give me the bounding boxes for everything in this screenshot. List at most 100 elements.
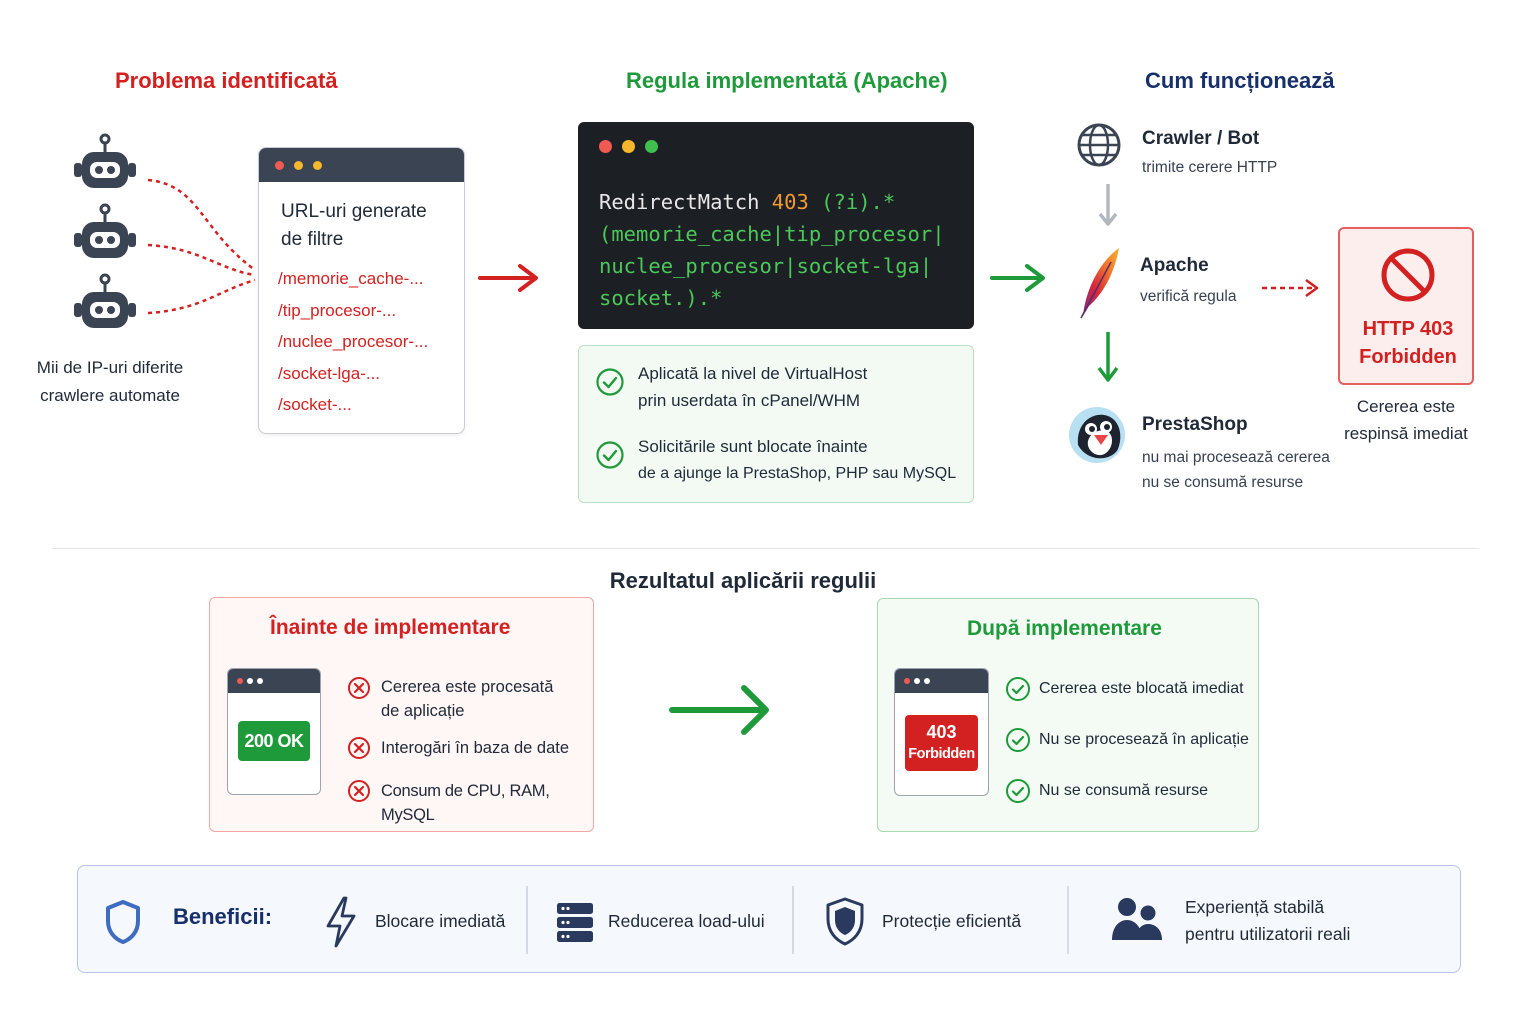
- prestashop-sub: nu mai procesează cererea nu se consumă …: [1142, 445, 1330, 495]
- window-dot-yellow: [622, 140, 635, 153]
- item-line: Cererea este procesată: [381, 678, 554, 696]
- window-dot: [914, 678, 920, 684]
- benefit-item: Reducerea load-ului: [608, 911, 765, 931]
- url-item: /nuclee_procesor-...: [278, 332, 429, 351]
- security-shield-icon: [826, 897, 864, 946]
- server-icon: [557, 903, 593, 942]
- shield-icon: [106, 900, 140, 944]
- window-dot-green: [645, 140, 658, 153]
- prestashop-title: PrestaShop: [1142, 414, 1248, 435]
- separator: [792, 886, 794, 954]
- window-dot-red: [237, 678, 243, 684]
- arrow-down-icon: [1097, 332, 1119, 382]
- crawler-sub: trimite cerere HTTP: [1142, 159, 1278, 176]
- title-line: URL-uri generate: [281, 201, 427, 222]
- code-block: RedirectMatch 403 (?i).* (memorie_cache|…: [578, 122, 974, 329]
- window-dot-yellow: [294, 161, 303, 170]
- benefit-item: Experiență stabilă pentru utilizatorii r…: [1185, 894, 1350, 948]
- robots-graphic: [72, 133, 256, 330]
- window-dot: [247, 678, 253, 684]
- window-dot-red: [275, 161, 284, 170]
- connector-dashed: [147, 178, 256, 272]
- note-item: Aplicată la nivel de VirtualHost prin us…: [638, 360, 867, 414]
- url-item: /socket-...: [278, 395, 352, 414]
- code-content: RedirectMatch 403 (?i).* (memorie_cache|…: [599, 186, 945, 314]
- x-circle-icon: [348, 737, 370, 759]
- before-item: Cererea este procesată de aplicație: [381, 675, 553, 723]
- apache-sub: verifică regula: [1140, 288, 1237, 305]
- after-item: Nu se procesează în aplicație: [1039, 731, 1249, 748]
- mini-window: 403 Forbidden: [894, 668, 989, 796]
- sub-line: nu se consumă resurse: [1142, 474, 1304, 491]
- window-dot: [924, 678, 930, 684]
- problem-title: Problema identificată: [115, 68, 338, 93]
- robots-caption: Mii de IP-uri diferite crawlere automate: [20, 354, 200, 410]
- caption-line: respinsă imediat: [1344, 424, 1468, 443]
- prestashop-logo-icon: [1069, 407, 1125, 463]
- arrow-down-icon: [1098, 184, 1118, 226]
- connector-dashed: [147, 278, 256, 315]
- before-item: Consum de CPU, RAM, MySQL: [381, 782, 550, 824]
- badge-line: 403: [926, 722, 957, 742]
- code-line: nuclee_procesor|socket-lga|: [599, 254, 933, 278]
- url-item: /tip_procesor-...: [278, 300, 397, 320]
- url-item: /socket-lga-...: [278, 363, 381, 383]
- how-title: Cum funcționează: [1145, 68, 1335, 93]
- http-403-caption: Cererea este respinsă imediat: [1322, 393, 1490, 447]
- url-window-title: URL-uri generate de filtre: [281, 198, 464, 254]
- rule-notes: Aplicată la nivel de VirtualHost prin us…: [578, 345, 974, 503]
- status-403-badge: 403 Forbidden: [905, 715, 978, 771]
- separator: [526, 886, 528, 954]
- title-line: de filtre: [281, 229, 344, 250]
- before-card: Înainte de implementare 200 OK Cererea e…: [209, 597, 594, 832]
- item-line: pentru utilizatorii reali: [1185, 924, 1351, 944]
- http-403-box: HTTP 403 Forbidden: [1338, 227, 1474, 385]
- caption-line: crawlere automate: [40, 386, 180, 405]
- window-titlebar: [895, 669, 988, 693]
- label-line: HTTP 403: [1362, 318, 1454, 340]
- before-title: Înainte de implementare: [270, 616, 511, 639]
- mini-window: 200 OK: [227, 668, 321, 795]
- arrow-right-icon: [990, 264, 1045, 292]
- code-line: (memorie_cache|tip_procesor|: [599, 222, 945, 246]
- note-line: de a ajunge la PrestaShop, PHP sau MySQL: [638, 465, 957, 482]
- check-circle-icon: [1006, 728, 1030, 752]
- robot-icon: [72, 203, 138, 260]
- separator: [1067, 886, 1069, 954]
- robot-icon: [72, 273, 138, 330]
- code-directive: RedirectMatch: [599, 190, 772, 214]
- lightning-icon: [326, 896, 356, 948]
- window-dot-red: [904, 678, 910, 684]
- after-item: Cererea este blocată imediat: [1039, 680, 1244, 697]
- after-item: Nu se consumă resurse: [1039, 782, 1208, 799]
- benefit-item: Protecție eficientă: [882, 911, 1022, 931]
- window-dot-yellow: [313, 161, 322, 170]
- rule-title: Regula implementată (Apache): [626, 68, 948, 93]
- check-circle-icon: [596, 368, 624, 396]
- status-200-badge: 200 OK: [238, 721, 310, 761]
- result-title: Rezultatul aplicării regulii: [609, 568, 877, 593]
- globe-icon: [1077, 123, 1121, 167]
- apache-title: Apache: [1140, 255, 1209, 276]
- note-line: Aplicată la nivel de VirtualHost: [638, 364, 868, 383]
- note-line: prin userdata în cPanel/WHM: [638, 391, 861, 410]
- after-card: După implementare 403 Forbidden Cererea …: [877, 598, 1259, 832]
- http-403-label: HTTP 403 Forbidden: [1340, 315, 1476, 371]
- arrow-dashed-right-icon: [1262, 278, 1319, 298]
- caption-line: Mii de IP-uri diferite: [36, 358, 184, 377]
- item-line: Experiență stabilă: [1185, 897, 1325, 917]
- before-item: Interogări în baza de date: [381, 739, 570, 757]
- url-item: /memorie_cache-...: [278, 269, 424, 288]
- window-dot-red: [599, 140, 612, 153]
- crawler-title: Crawler / Bot: [1142, 128, 1260, 149]
- benefit-item: Blocare imediată: [375, 911, 506, 931]
- note-line: Solicitările sunt blocate înainte: [638, 437, 868, 456]
- check-circle-icon: [1006, 677, 1030, 701]
- arrow-right-icon: [478, 264, 538, 292]
- item-line: de aplicație: [381, 702, 465, 720]
- x-circle-icon: [348, 677, 370, 699]
- code-regex: (?i).*: [808, 190, 896, 214]
- sub-line: nu mai procesează cererea: [1142, 449, 1330, 466]
- url-window: URL-uri generate de filtre /memorie_cach…: [258, 147, 465, 434]
- badge-line: Forbidden: [908, 746, 975, 762]
